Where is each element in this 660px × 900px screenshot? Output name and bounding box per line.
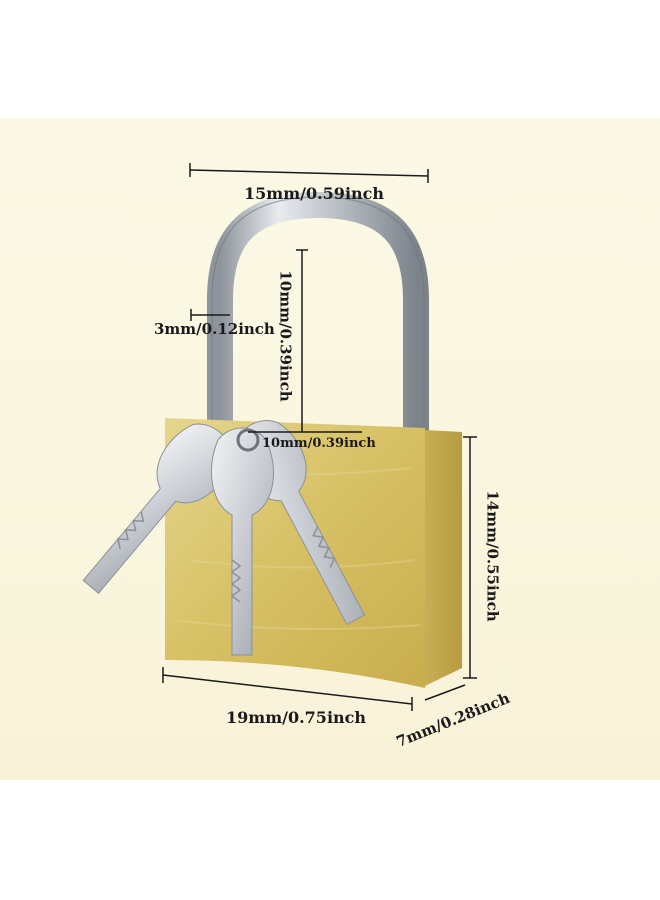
dimension-lines: [162, 163, 477, 711]
shackle-thickness-label: 3mm/0.12inch: [154, 320, 275, 338]
keyhole-spacing-label: 10mm/0.39inch: [262, 436, 376, 451]
key-ring: [236, 428, 260, 452]
shackle-width-label: 15mm/0.59inch: [244, 184, 385, 203]
shackle-height-label: 10mm/0.39inch: [276, 270, 295, 402]
keys: [82, 420, 366, 656]
body-width-label: 19mm/0.75inch: [226, 708, 367, 727]
shackle: [207, 191, 429, 440]
padlock-body-side: [425, 430, 462, 686]
body-height-label: 14mm/0.55inch: [483, 490, 502, 622]
